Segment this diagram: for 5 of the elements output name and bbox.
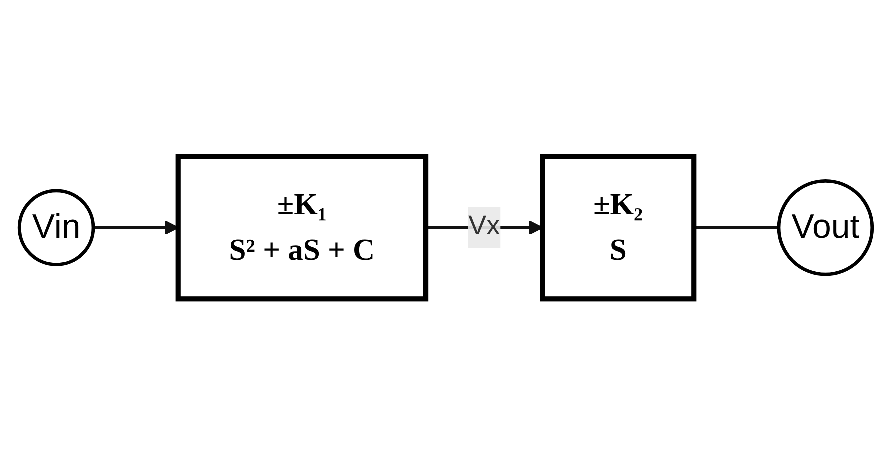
transfer-function-block: ±K₂ S [540, 154, 697, 302]
edge-label: Vx [468, 207, 500, 248]
transfer-function-block: ±K₁ S² + aS + C [176, 154, 429, 302]
terminal-circle: Vout [777, 179, 874, 276]
terminal-circle: Vin [18, 188, 96, 266]
